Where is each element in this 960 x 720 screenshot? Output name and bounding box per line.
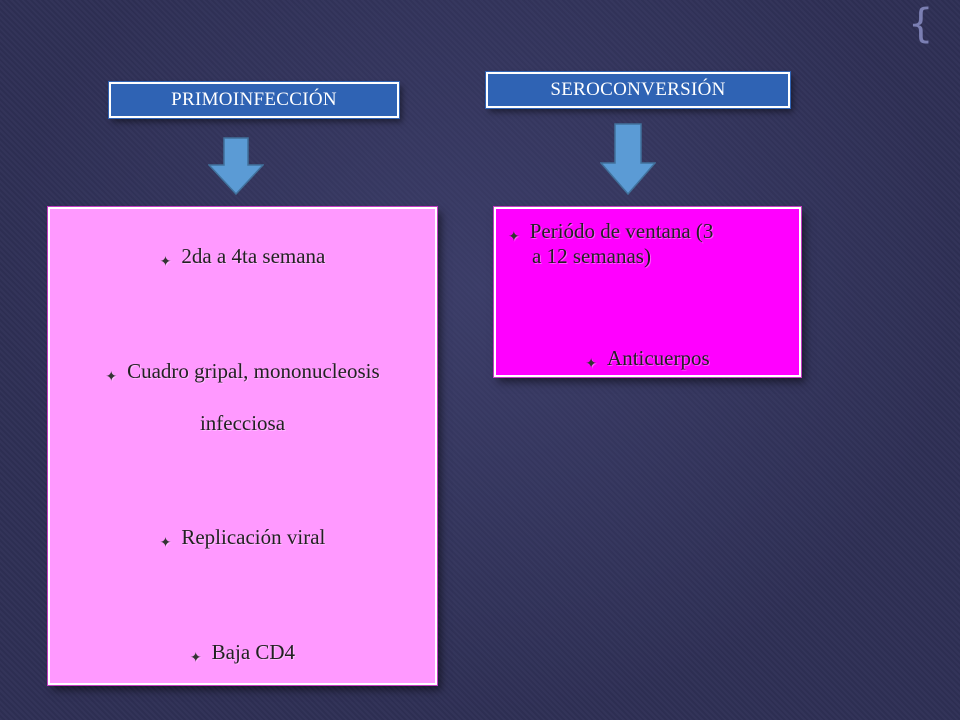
item-text: Anticuerpos: [607, 346, 710, 370]
list-item: ✦ Anticuerpos: [496, 344, 799, 378]
list-item: ✦ Cuadro gripal, mononucleosis: [50, 357, 435, 391]
item-text: 2da a 4ta semana: [181, 244, 326, 268]
list-item-continuation: infecciosa: [50, 409, 435, 437]
arrow-down-icon: [600, 123, 656, 195]
item-text: Baja CD4: [211, 640, 296, 664]
item-text: a 12 semanas): [532, 244, 651, 268]
arrow-down-icon: [208, 137, 264, 195]
item-text: Periódo de ventana (3: [529, 219, 714, 243]
bullet-icon: ✦: [159, 254, 172, 270]
item-text: Replicación viral: [181, 525, 326, 549]
list-item-continuation: a 12 semanas): [496, 242, 799, 270]
bullet-icon: ✦: [585, 356, 598, 372]
list-item: ✦ 2da a 4ta semana: [50, 242, 435, 276]
primoinfeccion-label: PRIMOINFECCIÓN: [108, 81, 400, 119]
decorative-brace: {: [908, 1, 934, 47]
list-item: ✦ Replicación viral: [50, 523, 435, 557]
seroconversion-label: SEROCONVERSIÓN: [485, 71, 791, 109]
item-text: infecciosa: [199, 411, 286, 435]
seroconversion-box: ✦ Periódo de ventana (3 a 12 semanas) ✦ …: [494, 207, 801, 377]
primoinfeccion-box: ✦ 2da a 4ta semana ✦ Cuadro gripal, mono…: [48, 207, 437, 685]
bullet-icon: ✦: [508, 229, 520, 245]
list-item: ✦ Baja CD4: [50, 638, 435, 672]
item-text: Cuadro gripal, mononucleosis: [127, 359, 380, 383]
bullet-icon: ✦: [159, 535, 172, 551]
bullet-icon: ✦: [105, 369, 118, 385]
bullet-icon: ✦: [189, 650, 202, 666]
list-item: ✦ Periódo de ventana (3: [496, 217, 799, 251]
